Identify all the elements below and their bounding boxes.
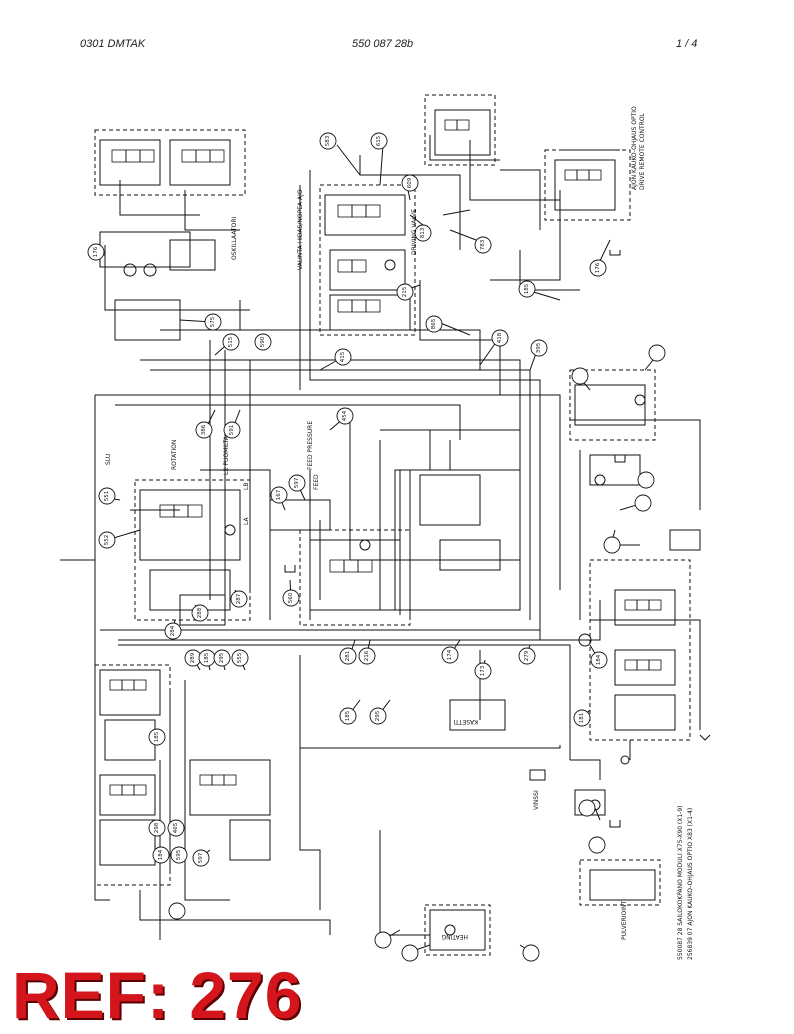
callout-number: 813 [420, 227, 426, 238]
callout-number: 597 [198, 852, 204, 863]
la-label: LA [243, 517, 250, 525]
callout-number: 454 [342, 410, 348, 421]
callout-number: 555 [237, 652, 243, 663]
callout-number: 181 [579, 713, 585, 724]
oskillaattori-label: OSKILLAATORI [231, 216, 238, 260]
title-line-1: 550087 28 SAILOKOKPANO MODULI X75-X90 (X… [677, 805, 684, 960]
callout-number: 185 [345, 710, 351, 721]
callout-number: 615 [376, 135, 382, 146]
heating-label: HEATING [441, 933, 468, 940]
callout-number: 281 [345, 651, 351, 662]
callout-number: 560 [288, 592, 294, 603]
callout-number: 465 [173, 822, 179, 833]
callout-number: 295 [219, 652, 225, 663]
callout-number: 386 [201, 424, 207, 435]
callout-number: 583 [325, 135, 331, 146]
callout-number: 174 [447, 649, 453, 660]
callout-number: 216 [364, 650, 370, 661]
drive-remote-fi-label: AJON KAUKO-OHJAUS OPTIO [631, 106, 638, 190]
slu-label: SLU [105, 454, 112, 465]
callout-number: 184 [158, 849, 164, 860]
callout-number: 185 [154, 731, 160, 742]
callout-number: 552 [104, 535, 110, 546]
vinssi-label: VINSSI [533, 790, 540, 810]
callout-number: 575 [210, 316, 216, 327]
callout-number: 284 [170, 625, 176, 636]
valinta-label: VALINTA HIDAS/NOPEA AJO [297, 189, 304, 270]
callout-number: 418 [497, 332, 503, 343]
puomilta-label: LX PUOMILTA [223, 435, 230, 475]
header-drawing-number: 550 087 28b [352, 38, 414, 50]
callout-number: 415 [340, 351, 346, 362]
callout-number: 551 [104, 491, 110, 502]
header-doc-code: 0301 DMTAK [80, 38, 146, 50]
title-line-2: 256839 07 AJON KAUKO-OHJAUS OPTIO X83 (X… [687, 808, 694, 960]
callout-number: 783 [480, 239, 486, 250]
lb-label: LB [243, 483, 250, 490]
callout-number: 289 [190, 652, 196, 663]
ref-badge: REF: 276 [12, 958, 303, 1032]
pulverointi-label: PULVERIOINTI [621, 899, 628, 940]
callout-number: 176 [93, 246, 99, 257]
callout-number: 287 [236, 593, 242, 604]
callout-number: 515 [228, 336, 234, 347]
feed-label: FEED [313, 474, 320, 490]
callout-number: 298 [154, 822, 160, 833]
drive-remote-en-label: DRIVE REMOTE CONTROL [639, 112, 646, 190]
driving-valve-label: DRIVING VALVE [411, 209, 418, 255]
callout-number: 176 [595, 262, 601, 273]
callout-number: 185 [204, 652, 210, 663]
callout-number: 591 [229, 425, 235, 436]
header-page-indicator: 1 / 4 [676, 38, 698, 50]
callout-number: 295 [375, 710, 381, 721]
kasetti-label: KASETTI [453, 718, 478, 725]
callout-number: 597 [294, 477, 300, 488]
rotation-label: ROTATION [171, 440, 178, 470]
callout-number: 865 [431, 318, 437, 329]
callout-number: 185 [524, 283, 530, 294]
callout-number: 590 [260, 336, 266, 347]
callout-number: 167 [276, 489, 282, 500]
callout-number: 395 [536, 342, 542, 353]
callout-number: 173 [480, 665, 486, 676]
callout-number: 595 [176, 849, 182, 860]
callout-number: 288 [197, 607, 203, 618]
callout-number: 215 [402, 286, 408, 297]
feed-pressure-label: FEED PRESSURE [307, 421, 314, 470]
callout-number: 184 [596, 654, 602, 665]
callout-number: 279 [524, 650, 530, 661]
callout-number: 609 [407, 177, 413, 188]
